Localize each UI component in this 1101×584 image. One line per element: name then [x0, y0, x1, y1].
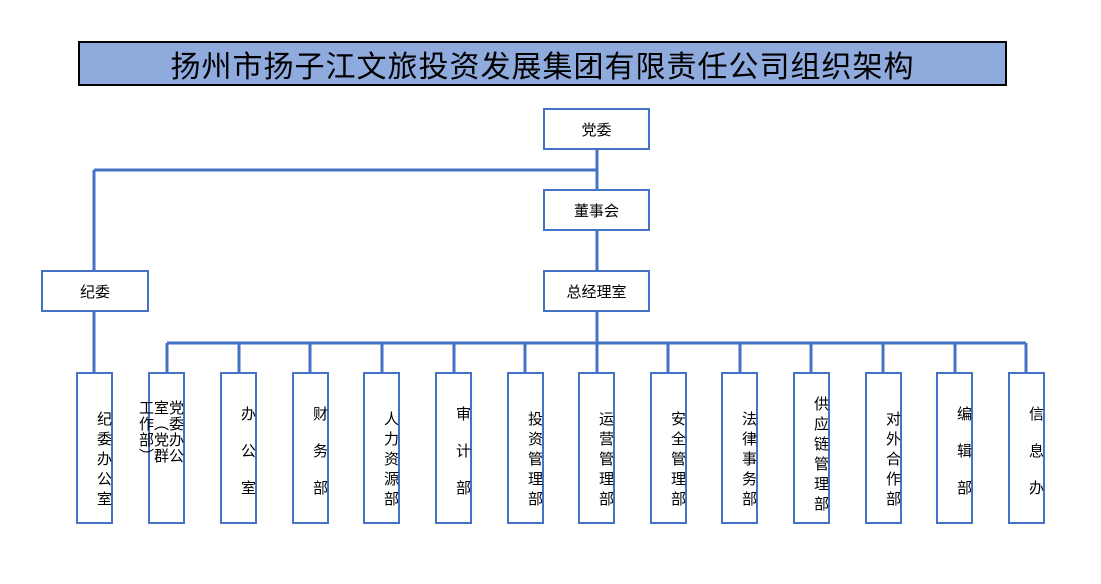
dept-label: 对外合作部 — [884, 411, 902, 511]
dept-label: 党委办公室（党群工作部） — [137, 400, 185, 464]
dept-label: 人力资源部 — [382, 411, 400, 511]
dept-box: 法律事务部 — [721, 372, 758, 524]
dept-label: 办公室 — [239, 405, 257, 517]
dept-label: 法律事务部 — [740, 411, 758, 511]
dept-label: 审计部 — [454, 405, 472, 517]
board-node: 董事会 — [543, 189, 650, 231]
board-label: 董事会 — [573, 201, 619, 220]
dept-box: 纪委办公室 — [76, 372, 113, 524]
party-committee-label: 党委 — [581, 120, 612, 139]
dept-box: 办公室 — [220, 372, 257, 524]
dept-label: 财务部 — [311, 405, 329, 517]
dept-box: 编辑部 — [936, 372, 973, 524]
dept-box: 对外合作部 — [865, 372, 902, 524]
dept-label: 信息办 — [1027, 405, 1045, 517]
page-title: 扬州市扬子江文旅投资发展集团有限责任公司组织架构 — [78, 41, 1007, 86]
dept-label: 供应链管理部 — [812, 396, 830, 516]
party-committee-node: 党委 — [543, 108, 650, 150]
dept-box: 人力资源部 — [363, 372, 400, 524]
discipline-node: 纪委 — [41, 270, 149, 312]
dept-box: 安全管理部 — [650, 372, 687, 524]
dept-box: 党委办公室（党群工作部） — [137, 372, 185, 524]
dept-box: 信息办 — [1008, 372, 1045, 524]
dept-box: 投资管理部 — [507, 372, 544, 524]
dept-box: 供应链管理部 — [793, 372, 830, 524]
dept-label: 投资管理部 — [526, 411, 544, 511]
gm-office-node: 总经理室 — [543, 270, 650, 312]
dept-label: 运营管理部 — [597, 411, 615, 511]
discipline-label: 纪委 — [79, 282, 110, 301]
dept-box: 运营管理部 — [578, 372, 615, 524]
dept-label: 纪委办公室 — [95, 411, 113, 511]
dept-box: 审计部 — [435, 372, 472, 524]
dept-label: 安全管理部 — [669, 411, 687, 511]
gm-office-label: 总经理室 — [566, 282, 627, 301]
dept-box: 财务部 — [292, 372, 329, 524]
dept-label: 编辑部 — [955, 405, 973, 517]
